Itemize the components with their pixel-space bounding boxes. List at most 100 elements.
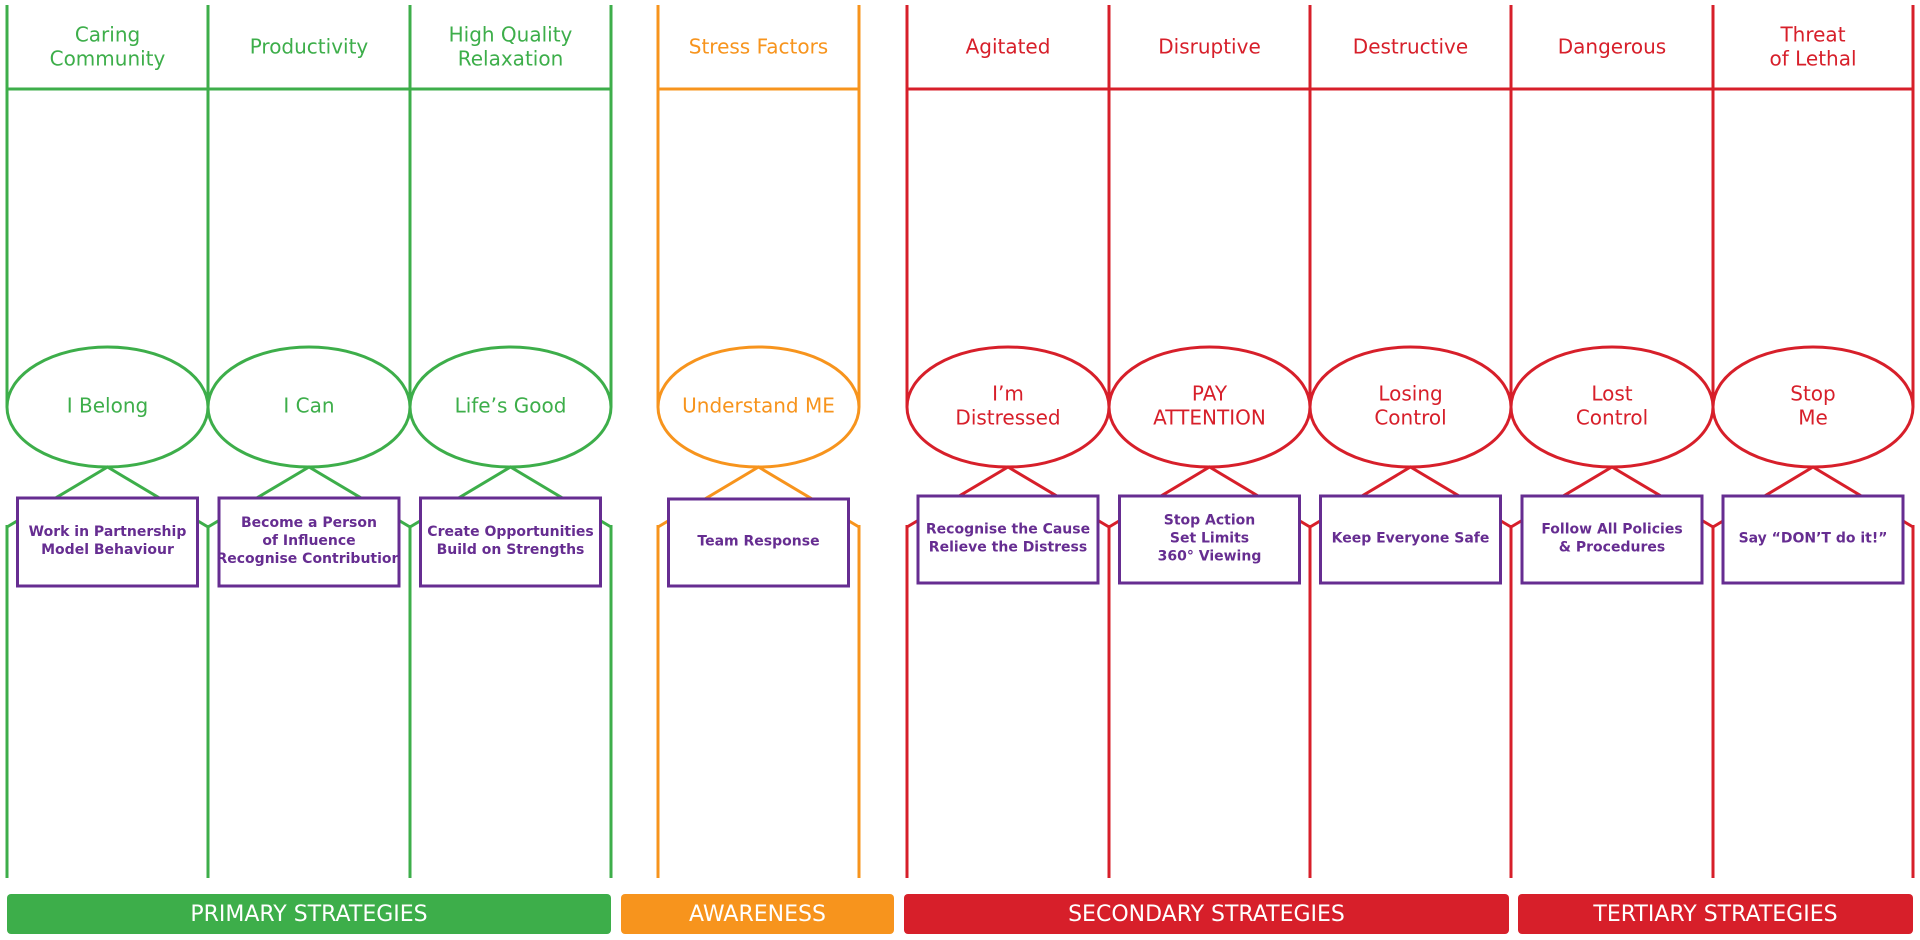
strategy-box-label-line: & Procedures (1559, 540, 1665, 556)
band-bar (904, 894, 1509, 934)
strategy-box (1721, 494, 1905, 585)
stage-oval-label: Life’s Good (455, 394, 567, 418)
stage-oval-label-line: Lost (1591, 382, 1632, 406)
stage-oval-label-line: Me (1798, 406, 1828, 430)
column-header-line: Productivity (250, 35, 369, 59)
stage-oval-label-line: Stop (1790, 382, 1835, 406)
strategy-box (16, 496, 199, 588)
strategy-box-label-line: Team Response (697, 534, 819, 550)
column-header: Disruptive (1158, 35, 1261, 59)
stage-oval-label-line: Understand ME (682, 394, 835, 418)
stage-oval-label-line: Losing (1378, 382, 1442, 406)
column-header: Productivity (250, 35, 369, 59)
stage-oval-label-line: Distressed (955, 406, 1060, 430)
strategy-box-label-line: Create Opportunities (427, 524, 593, 540)
band-label: PRIMARY STRATEGIES (190, 902, 427, 927)
strategy-box (1118, 494, 1301, 585)
column-header-line: Agitated (966, 35, 1051, 59)
column-header: Dangerous (1558, 35, 1666, 59)
column-header-line: Dangerous (1558, 35, 1666, 59)
stage-oval-label: I Belong (67, 394, 148, 418)
strategy-box-label-line: Keep Everyone Safe (1332, 531, 1490, 547)
band-label: SECONDARY STRATEGIES (1068, 902, 1345, 927)
bands-layer: PRIMARY STRATEGIES AWARENESS SECONDARY STR… (7, 894, 1913, 934)
band-bar (621, 894, 894, 934)
stage-oval-label-line: PAY (1192, 382, 1228, 406)
column-header-line: Disruptive (1158, 35, 1261, 59)
strategy-box (217, 496, 401, 588)
strategy-box-label-line: Stop Action (1164, 513, 1256, 529)
strategy-box-label-line: Build on Strengths (437, 542, 585, 558)
column-header-line: Threat (1779, 23, 1845, 47)
strategy-box-label-line: Recognise Contribution (216, 551, 401, 567)
strategy-box-label-line: of Influence (262, 533, 355, 549)
column-header: Agitated (966, 35, 1051, 59)
column-header-line: High Quality (449, 23, 573, 47)
band-secondary-strategies: SECONDARY STRATEGIES (904, 894, 1509, 934)
column-header: Stress Factors (689, 35, 828, 59)
strategy-box-label: Team Response (697, 534, 819, 550)
stage-oval-label-line: Control (1576, 406, 1648, 430)
band-label: AWARENESS (689, 902, 826, 927)
stage-oval-label-line: I Belong (67, 394, 148, 418)
strategy-box-label-line: Model Behaviour (41, 542, 174, 558)
strategy-box-label-line: Become a Person (241, 515, 377, 531)
strategy-box-label-line: Set Limits (1170, 531, 1249, 547)
stage-oval-label-line: I Can (283, 394, 334, 418)
column-header-line: Relaxation (458, 47, 564, 71)
column-header-line: Caring (75, 23, 140, 47)
strategy-box-label-line: Say “DON’T do it!” (1739, 531, 1888, 547)
strategy-box (1520, 494, 1704, 585)
strategy-box (419, 496, 602, 588)
stage-oval-label-line: I’m (992, 382, 1024, 406)
strategy-box (1319, 494, 1502, 585)
band-primary-strategies: PRIMARY STRATEGIES (7, 894, 611, 934)
stage-oval-label-line: Control (1374, 406, 1446, 430)
band-bar (1518, 894, 1913, 934)
strategy-box-label: Keep Everyone Safe (1332, 531, 1490, 547)
strategy-box (916, 494, 1100, 585)
strategy-box-label: Follow All Policies& Procedures (1541, 522, 1682, 556)
strategy-box-label-line: 360° Viewing (1158, 549, 1262, 565)
stage-oval-label: Understand ME (682, 394, 835, 418)
strategy-box-label-line: Work in Partnership (29, 524, 187, 540)
stage-oval-label-line: ATTENTION (1153, 406, 1266, 430)
column-header-line: Stress Factors (689, 35, 828, 59)
strategy-box-label-line: Relieve the Distress (929, 540, 1087, 556)
column-header: Destructive (1353, 35, 1468, 59)
stage-oval-label-line: Life’s Good (455, 394, 567, 418)
strategy-box-label-line: Recognise the Cause (926, 522, 1090, 538)
band-label: TERTIARY STRATEGIES (1592, 902, 1837, 927)
strategy-box (667, 497, 850, 588)
band-tertiary-strategies: TERTIARY STRATEGIES (1518, 894, 1913, 934)
band-awareness: AWARENESS (621, 894, 894, 934)
column-header-line: Community (50, 47, 166, 71)
band-bar (7, 894, 611, 934)
column-header-line: of Lethal (1769, 47, 1856, 71)
column-header-line: Destructive (1353, 35, 1468, 59)
